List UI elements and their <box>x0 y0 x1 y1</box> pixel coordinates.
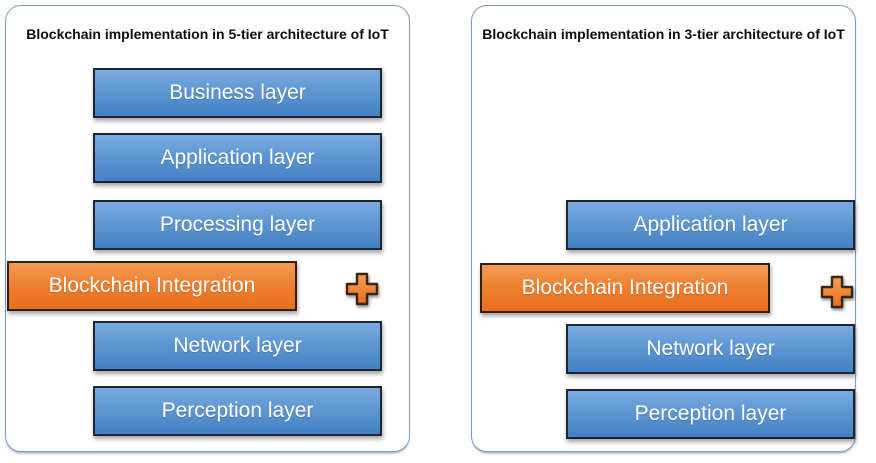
layer-processing: Processing layer <box>93 200 382 250</box>
panel-5-tier-title: Blockchain implementation in 5-tier arch… <box>26 26 389 42</box>
layer-perception: Perception layer <box>566 389 855 439</box>
layer-blockchain-integration: Blockchain Integration <box>7 261 297 311</box>
layer-network: Network layer <box>566 324 855 374</box>
layer-business: Business layer <box>93 68 382 118</box>
panel-3-tier-title: Blockchain implementation in 3-tier arch… <box>482 26 845 42</box>
layer-blockchain-integration: Blockchain Integration <box>480 263 770 313</box>
panel-3-tier: Blockchain implementation in 3-tier arch… <box>471 5 856 452</box>
plus-icon <box>344 271 380 312</box>
layer-perception: Perception layer <box>93 386 382 436</box>
panel-5-tier: Blockchain implementation in 5-tier arch… <box>5 5 410 452</box>
plus-icon <box>819 274 855 315</box>
layer-network: Network layer <box>93 321 382 371</box>
layer-application: Application layer <box>566 200 855 250</box>
layer-application: Application layer <box>93 133 382 183</box>
